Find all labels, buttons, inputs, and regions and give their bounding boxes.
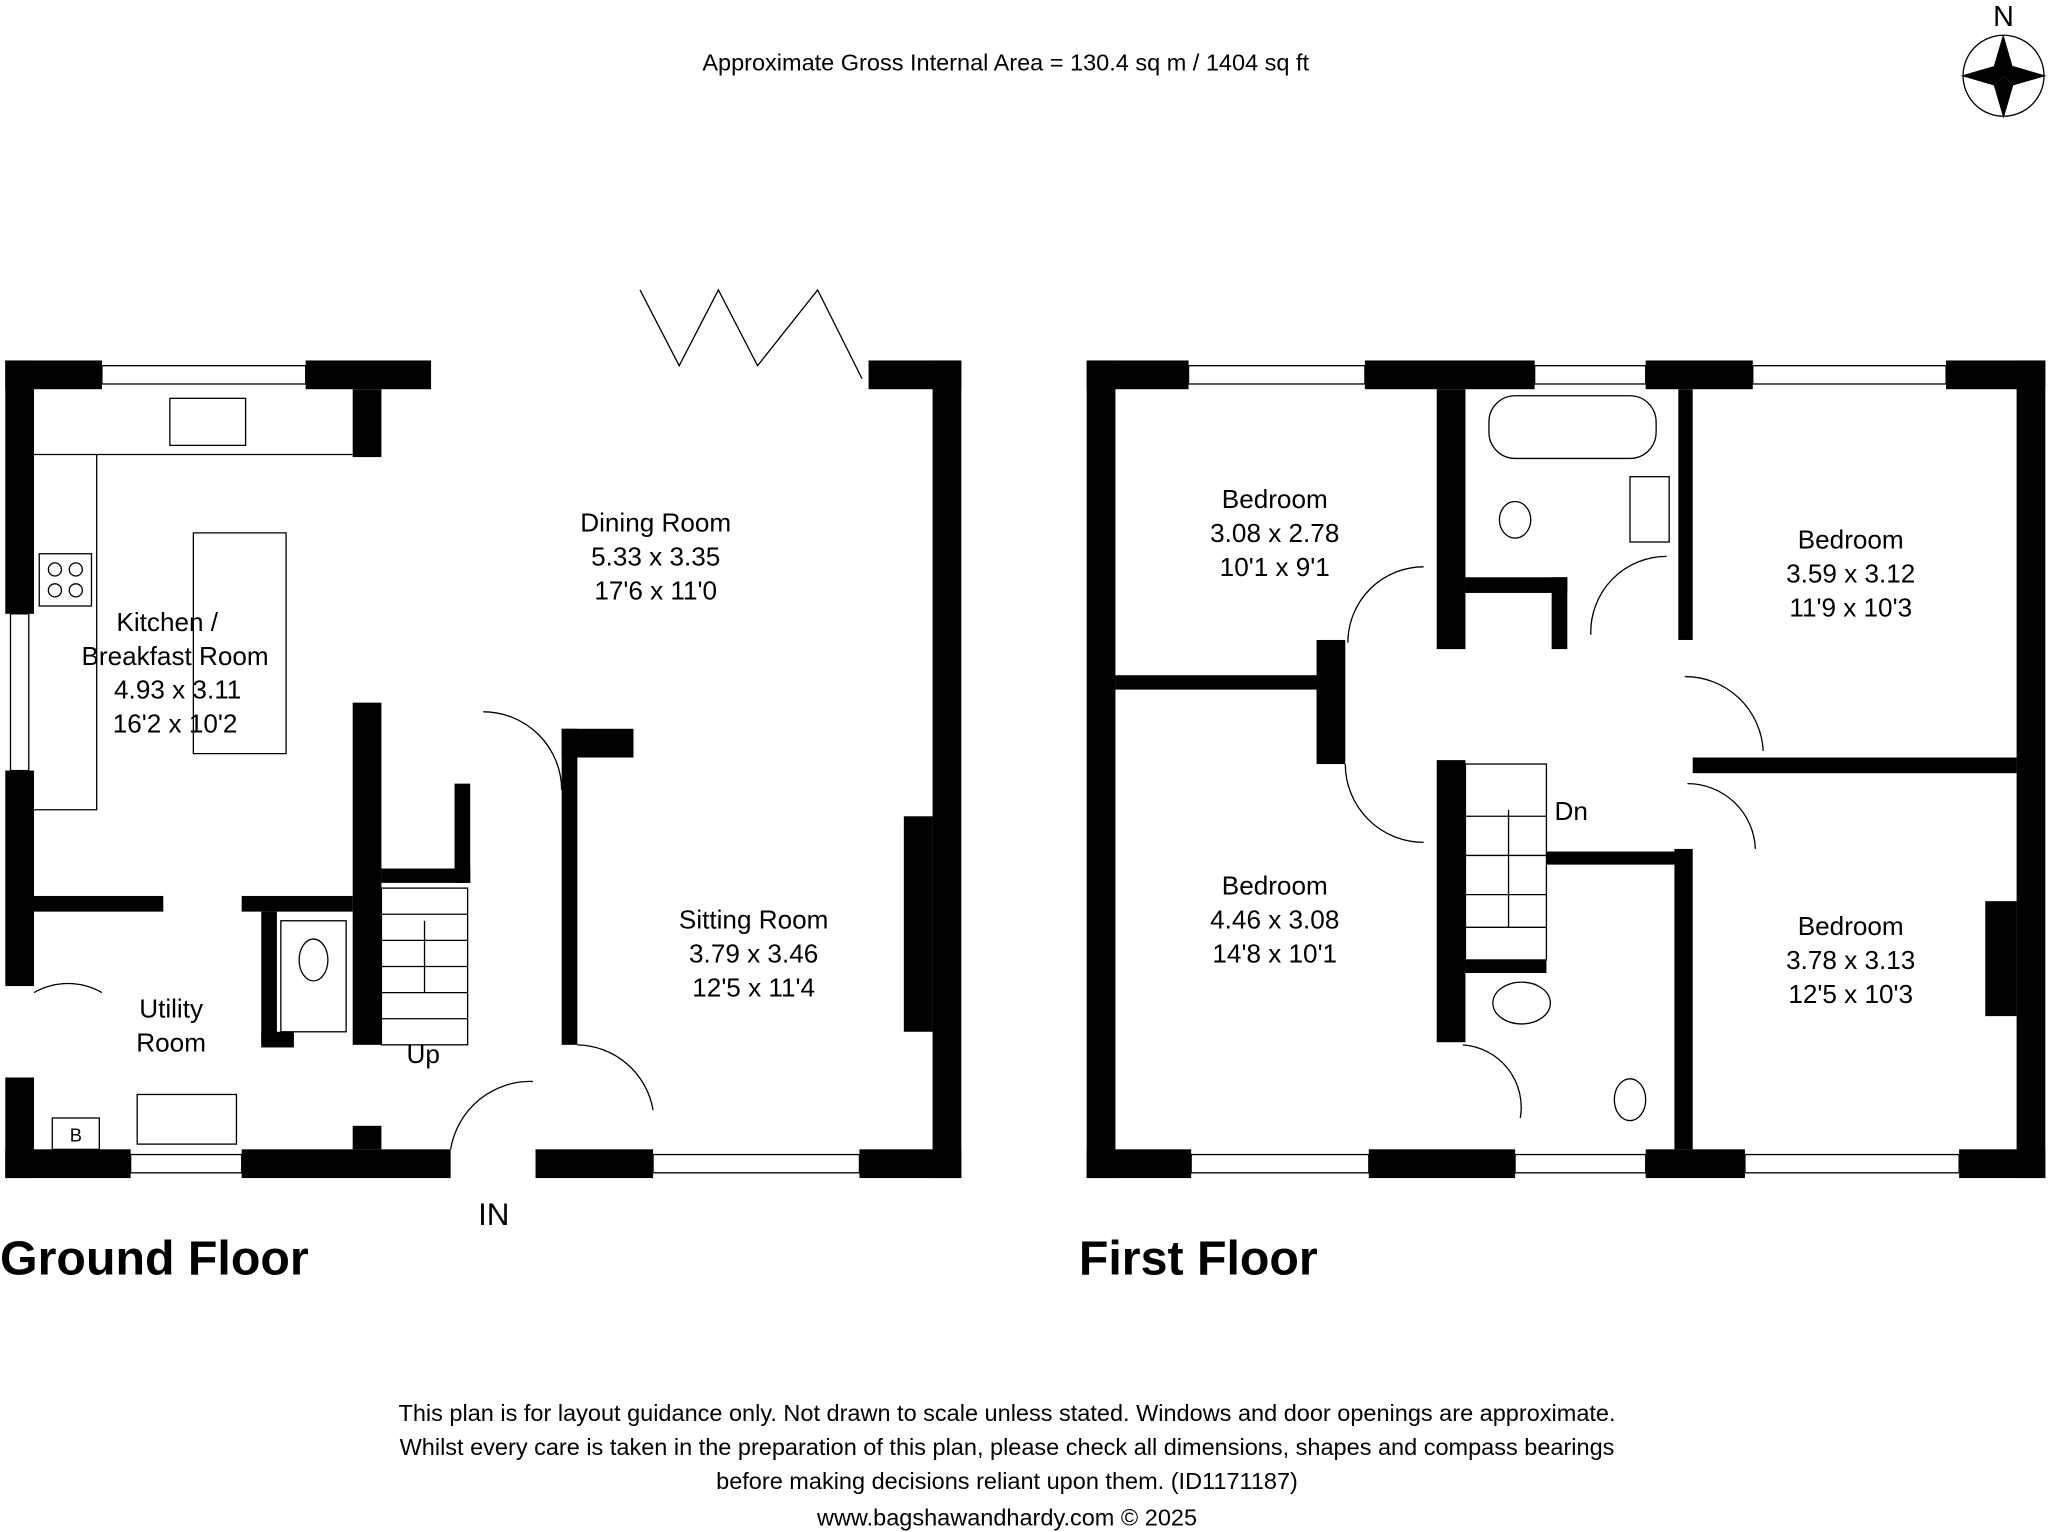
ground-floor-title: Ground Floor — [0, 1232, 309, 1286]
website-link: www.bagshawandhardy.com © 2025 — [816, 1504, 1197, 1530]
stairs-up-label: Up — [407, 1039, 440, 1069]
stairs — [1464, 763, 1548, 961]
svg-text:5.33 x 3.35: 5.33 x 3.35 — [591, 542, 720, 572]
svg-text:Dining Room: Dining Room — [580, 508, 731, 538]
svg-text:4.46 x 3.08: 4.46 x 3.08 — [1210, 905, 1339, 935]
svg-text:This plan is for layout guidan: This plan is for layout guidance only. N… — [399, 1400, 1616, 1426]
svg-text:10'1 x 9'1: 10'1 x 9'1 — [1220, 552, 1330, 582]
basin-icon — [1629, 476, 1670, 543]
svg-text:12'5 x 11'4: 12'5 x 11'4 — [692, 973, 815, 1003]
bath-icon — [1488, 395, 1657, 460]
ground-floor-plan: B IN Up Kitchen / Breakfast Room 4.93 x … — [0, 288, 962, 1286]
svg-text:before making decisions relian: before making decisions reliant upon the… — [716, 1468, 1298, 1494]
entrance-label: IN — [478, 1197, 509, 1232]
wc-room — [280, 920, 347, 1033]
svg-text:17'6 x 11'0: 17'6 x 11'0 — [594, 575, 717, 605]
room-bedroom-2: Bedroom 3.59 x 3.12 11'9 x 10'3 — [1786, 525, 1915, 623]
svg-text:Bedroom: Bedroom — [1798, 911, 1904, 941]
compass-north-label: N — [1993, 1, 2014, 33]
toilet-icon — [298, 938, 329, 982]
hob-icon — [38, 553, 93, 607]
svg-text:3.79 x 3.46: 3.79 x 3.46 — [689, 939, 818, 969]
boiler-icon — [51, 1117, 100, 1150]
room-dining: Dining Room 5.33 x 3.35 17'6 x 11'0 — [580, 508, 731, 606]
svg-text:Breakfast Room: Breakfast Room — [81, 641, 268, 671]
svg-text:B: B — [70, 1124, 82, 1145]
svg-text:12'5 x 10'3: 12'5 x 10'3 — [1788, 979, 1913, 1009]
first-floor-plan: Dn Bedroom 3.08 x 2.78 10'1 x 9'1 Bedroo… — [1079, 360, 2046, 1286]
svg-text:Kitchen /: Kitchen / — [116, 607, 218, 637]
svg-text:Room: Room — [136, 1027, 206, 1057]
gross-area: Approximate Gross Internal Area = 130.4 … — [702, 50, 1309, 76]
stairs — [380, 887, 469, 1046]
svg-text:14'8 x 10'1: 14'8 x 10'1 — [1212, 939, 1337, 969]
room-kitchen: Kitchen / Breakfast Room 4.93 x 3.11 16'… — [81, 607, 268, 739]
room-bedroom-1: Bedroom 3.08 x 2.78 10'1 x 9'1 — [1210, 484, 1339, 582]
compass-icon: N — [1960, 1, 2047, 119]
room-utility: Utility Room — [136, 993, 206, 1057]
stairs-down-label: Dn — [1555, 796, 1588, 826]
toilet-icon — [1613, 1078, 1647, 1122]
svg-text:Utility: Utility — [139, 993, 203, 1023]
svg-text:3.78 x 3.13: 3.78 x 3.13 — [1786, 945, 1915, 975]
svg-text:11'9 x 10'3: 11'9 x 10'3 — [1789, 592, 1912, 622]
svg-text:3.59 x 3.12: 3.59 x 3.12 — [1786, 558, 1915, 588]
room-bedroom-4: Bedroom 3.78 x 3.13 12'5 x 10'3 — [1786, 911, 1915, 1009]
svg-text:4.93 x 3.11: 4.93 x 3.11 — [114, 675, 241, 705]
svg-text:Sitting Room: Sitting Room — [679, 905, 828, 935]
sink-icon — [169, 397, 247, 447]
first-floor-title: First Floor — [1079, 1232, 1318, 1286]
disclaimer: This plan is for layout guidance only. N… — [399, 1400, 1616, 1530]
svg-text:16'2 x 10'2: 16'2 x 10'2 — [113, 709, 238, 739]
svg-text:Bedroom: Bedroom — [1222, 484, 1328, 514]
utility-sink-icon — [136, 1093, 238, 1145]
svg-text:3.08 x 2.78: 3.08 x 2.78 — [1210, 518, 1339, 548]
svg-text:Bedroom: Bedroom — [1222, 871, 1328, 901]
room-sitting: Sitting Room 3.79 x 3.46 12'5 x 11'4 — [679, 905, 828, 1003]
room-bedroom-3: Bedroom 4.46 x 3.08 14'8 x 10'1 — [1210, 871, 1339, 969]
basin-icon — [1492, 981, 1551, 1025]
bifold-door-icon — [639, 288, 863, 380]
svg-text:Bedroom: Bedroom — [1798, 525, 1904, 555]
toilet-icon — [1498, 500, 1532, 539]
svg-text:Whilst every care is taken in: Whilst every care is taken in the prepar… — [400, 1434, 1615, 1460]
